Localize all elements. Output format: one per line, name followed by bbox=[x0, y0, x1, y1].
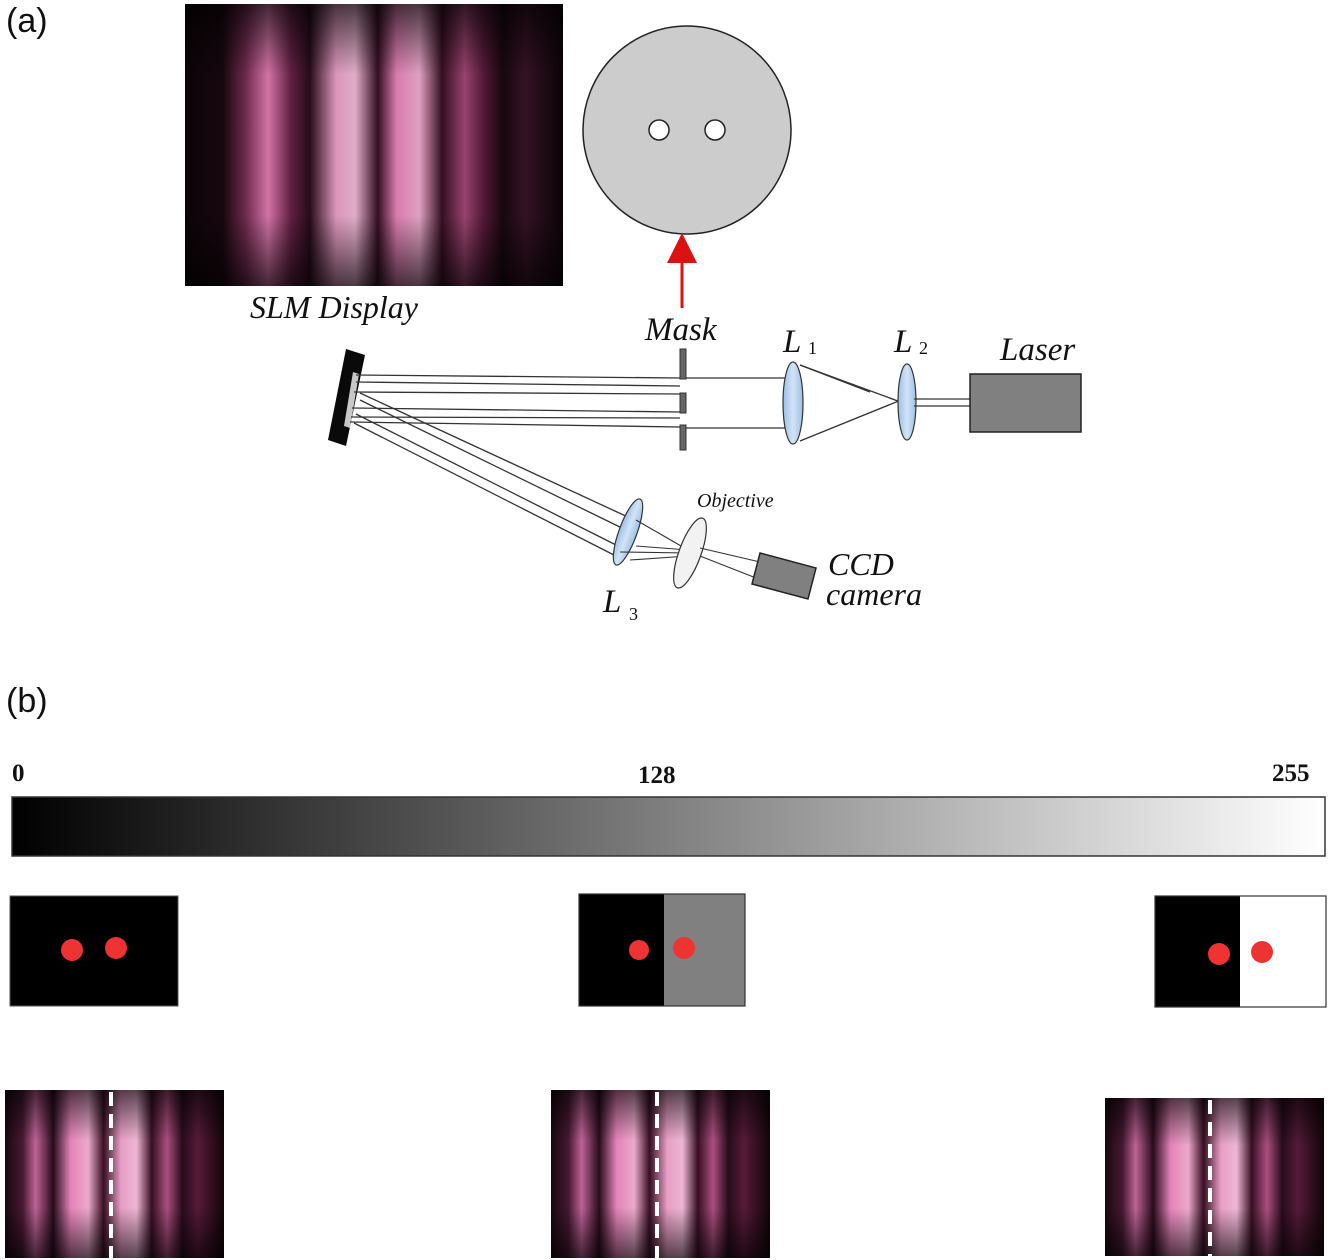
slm-display-image bbox=[185, 4, 563, 286]
beams-slm-l3 bbox=[353, 392, 631, 556]
panel-b-graphics bbox=[5, 796, 1327, 1258]
lens-l2 bbox=[897, 363, 917, 441]
panel-b-label: (b) bbox=[6, 682, 48, 720]
mask-level-255 bbox=[1154, 895, 1327, 1008]
scale-mid-label: 128 bbox=[638, 762, 676, 789]
lens-l1 bbox=[782, 361, 804, 445]
beam-laser bbox=[914, 398, 970, 407]
fringe-pattern-0 bbox=[5, 1090, 224, 1258]
slm-caption: SLM Display bbox=[250, 289, 419, 325]
fringe-pattern-128 bbox=[551, 1090, 770, 1258]
laser-box bbox=[969, 373, 1082, 433]
lens3-sub: 3 bbox=[629, 604, 638, 624]
setup-diagram: SLM Display Mask L 1 L 2 Laser Objective… bbox=[185, 4, 1082, 624]
lens2-letter: L bbox=[893, 324, 912, 360]
laser-label: Laser bbox=[999, 332, 1075, 368]
beams-objective-ccd bbox=[699, 547, 761, 579]
grayscale-bar bbox=[11, 796, 1326, 857]
fringe-pattern-255 bbox=[1105, 1098, 1324, 1256]
ccd-camera-box bbox=[751, 552, 817, 600]
lens-l3 bbox=[612, 498, 644, 566]
panel-a-label: (a) bbox=[6, 2, 48, 40]
mask-disk bbox=[582, 25, 792, 235]
lens3-letter: L bbox=[602, 584, 621, 620]
lens1-letter: L bbox=[782, 324, 801, 360]
mask-level-0 bbox=[9, 895, 179, 1007]
objective-lens bbox=[673, 517, 707, 589]
mask-level-128 bbox=[578, 893, 746, 1007]
objective-label: Objective bbox=[697, 490, 774, 512]
lens1-sub: 1 bbox=[808, 338, 817, 358]
scale-min-label: 0 bbox=[12, 760, 25, 787]
beams-slm-mask bbox=[349, 374, 681, 428]
beams-mask-l1 bbox=[686, 377, 786, 429]
mask-label: Mask bbox=[644, 312, 718, 348]
ccd-label-line2: camera bbox=[826, 576, 922, 612]
beams-l1-l2 bbox=[799, 364, 907, 442]
ccd-label-line1: CCD bbox=[828, 546, 894, 582]
lens2-sub: 2 bbox=[919, 338, 928, 358]
mask-plate bbox=[679, 348, 687, 451]
scale-max-label: 255 bbox=[1272, 760, 1310, 787]
slm-device bbox=[328, 349, 365, 446]
